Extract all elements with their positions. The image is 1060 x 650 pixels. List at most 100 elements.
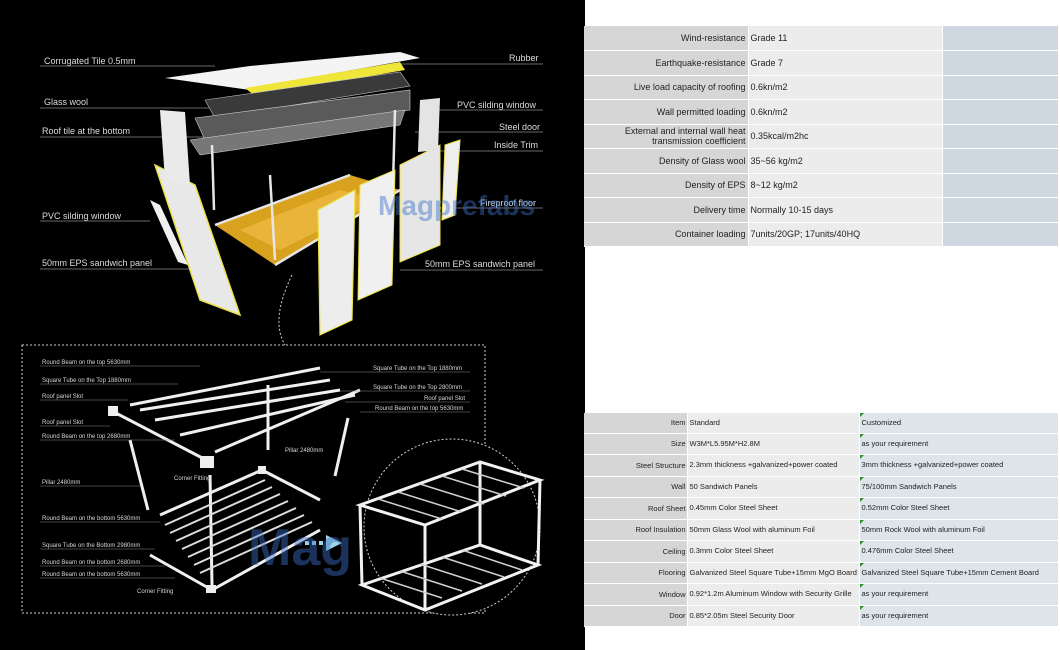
spec-empty-cell bbox=[942, 50, 1059, 76]
config-customized-value: 0.52mm Color Steel Sheet bbox=[861, 503, 950, 513]
config-item-label: Window bbox=[584, 583, 688, 606]
label-roof-panel-slot-2: Roof panel Slot bbox=[42, 420, 84, 426]
comment-marker-icon bbox=[859, 455, 864, 459]
spec-empty-cell bbox=[942, 75, 1059, 100]
config-customized-value: 3mm thickness +galvanized+power coated bbox=[861, 460, 1004, 470]
config-item-label: Flooring bbox=[584, 562, 688, 584]
spec-value: Grade 7 bbox=[748, 50, 943, 76]
label-glass-wool: Glass wool bbox=[44, 97, 89, 107]
spec-label: Earthquake-resistance bbox=[584, 50, 749, 76]
spec-empty-cell bbox=[942, 173, 1059, 198]
comment-marker-icon bbox=[859, 584, 864, 588]
config-item-label: Size bbox=[584, 433, 688, 455]
label-square-tube-top-2800: Square Tube on the Top 2800mm bbox=[373, 385, 462, 391]
spec-value: 35~56 kg/m2 bbox=[748, 148, 943, 174]
container-house-diagram: Corrugated Tile 0.5mm Glass wool Roof ti… bbox=[0, 0, 585, 650]
label-pvc-window-right: PVC silding window bbox=[457, 100, 537, 110]
label-square-tube-top-1880-right: Square Tube on the Top 1880mm bbox=[373, 366, 462, 372]
label-inside-trim: Inside Trim bbox=[494, 140, 539, 150]
comment-marker-icon bbox=[859, 433, 864, 438]
config-customized-value: 50mm Rock Wool with aluminum Foil bbox=[861, 524, 985, 534]
label-eps-right: 50mm EPS sandwich panel bbox=[425, 259, 536, 269]
label-roof-panel-slot-right: Roof panel Slot bbox=[424, 396, 466, 402]
spec-label: Wind-resistance bbox=[584, 26, 749, 51]
comment-marker-icon bbox=[859, 562, 864, 567]
config-item-label: Door bbox=[584, 605, 688, 627]
config-standard-value: W3M*L5.95M*H2.8M bbox=[687, 433, 860, 455]
config-standard-value: 0.92*1.2m Aluminum Window with Security … bbox=[687, 583, 860, 606]
label-pvc-window-left: PVC silding window bbox=[42, 211, 122, 221]
label-round-beam-bottom-5630-b: Round Beam on the bottom 5630mm bbox=[42, 572, 141, 578]
config-customized-cell: Galvanized Steel Square Tube+15mm Cement… bbox=[859, 562, 1059, 584]
spec-value: 8~12 kg/m2 bbox=[748, 173, 943, 198]
config-customized-value: as your requirement bbox=[861, 610, 929, 620]
config-customized-value: 0.476mm Color Steel Sheet bbox=[861, 546, 954, 556]
comment-marker-icon bbox=[859, 519, 864, 524]
config-item-label: Roof Sheet bbox=[584, 497, 688, 520]
config-customized-value: Customized bbox=[861, 417, 902, 427]
spec-value: Grade 11 bbox=[748, 26, 943, 51]
label-round-beam-bottom-2680: Round Beam on the bottom 2680mm bbox=[42, 560, 141, 566]
spec-empty-cell bbox=[942, 99, 1059, 125]
config-customized-value: as your requirement bbox=[861, 438, 929, 448]
spec-label: Delivery time bbox=[584, 197, 749, 223]
config-customized-cell: 0.476mm Color Steel Sheet bbox=[859, 540, 1059, 563]
spec-label: Density of EPS bbox=[584, 173, 749, 198]
spec-label: Density of Glass wool bbox=[584, 148, 749, 174]
spec-empty-cell bbox=[942, 148, 1059, 174]
label-round-beam-bottom-5630-a: Round Beam on the bottom 5630mm bbox=[42, 516, 141, 522]
spec-label: Container loading bbox=[584, 222, 749, 247]
comment-marker-icon bbox=[859, 413, 864, 417]
comment-marker-icon bbox=[859, 605, 864, 610]
comment-marker-icon bbox=[859, 476, 864, 481]
comment-marker-icon bbox=[859, 498, 864, 502]
table-row: External and internal wall heat transmis… bbox=[584, 124, 1059, 149]
spec-value: 0.35kcal/m2hc bbox=[748, 124, 943, 149]
config-standard-value: Standard bbox=[687, 413, 860, 434]
config-item-label: Steel Structure bbox=[584, 454, 688, 477]
label-roof-panel-slot-1: Roof panel Slot bbox=[42, 394, 84, 400]
spec-value: 7units/20GP; 17units/40HQ bbox=[748, 222, 943, 247]
config-customized-cell: as your requirement bbox=[859, 433, 1059, 455]
label-corrugated-tile: Corrugated Tile 0.5mm bbox=[44, 56, 136, 66]
config-customized-cell: 3mm thickness +galvanized+power coated bbox=[859, 454, 1059, 477]
config-item-label: Item bbox=[584, 413, 688, 434]
config-standard-value: 50 Sandwich Panels bbox=[687, 476, 860, 498]
label-round-beam-top-2680: Round Beam on the top 2680mm bbox=[42, 434, 131, 440]
config-customized-cell: 50mm Rock Wool with aluminum Foil bbox=[859, 519, 1059, 541]
spec-label: Live load capacity of roofing bbox=[584, 75, 749, 100]
config-customized-value: Galvanized Steel Square Tube+15mm Cement… bbox=[861, 567, 1039, 577]
config-customized-cell: 75/100mm Sandwich Panels bbox=[859, 476, 1059, 498]
label-pillar-left: Pillar 2480mm bbox=[42, 480, 81, 486]
spec-label: External and internal wall heat transmis… bbox=[584, 124, 749, 149]
label-pillar-right: Pillar 2480mm bbox=[285, 448, 324, 454]
diagram-artwork bbox=[21, 52, 545, 616]
spec-empty-cell bbox=[942, 222, 1059, 247]
label-corner-fitting-bottom: Corner Fitting bbox=[137, 589, 174, 595]
config-customized-cell: as your requirement bbox=[859, 583, 1059, 606]
config-customized-cell: as your requirement bbox=[859, 605, 1059, 627]
config-standard-value: 0.85*2.05m Steel Security Door bbox=[687, 605, 860, 627]
config-standard-value: 2.3mm thickness +galvanized+power coated bbox=[687, 454, 860, 477]
spec-value: 0.6kn/m2 bbox=[748, 99, 943, 125]
watermark-magprefabs: Magprefabs bbox=[378, 190, 536, 221]
label-square-tube-bottom-2980: Square Tube on the Bottom 2980mm bbox=[42, 543, 141, 549]
spec-label: Wall permitted loading bbox=[584, 99, 749, 125]
comment-marker-icon bbox=[859, 541, 864, 545]
config-standard-value: 50mm Glass Wool with aluminum Foil bbox=[687, 519, 860, 541]
spec-empty-cell bbox=[942, 197, 1059, 223]
